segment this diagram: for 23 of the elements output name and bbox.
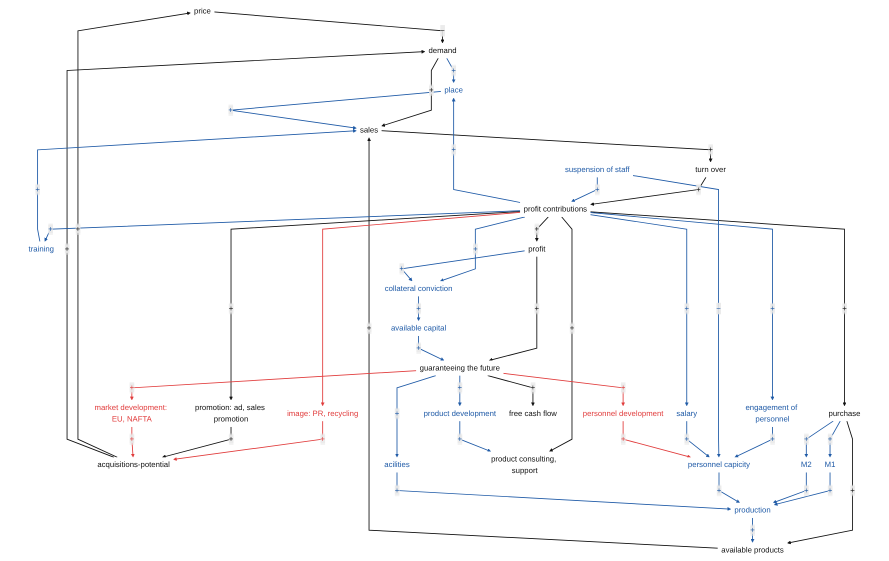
arrow — [571, 176, 598, 202]
arrow — [718, 472, 740, 503]
arrow — [787, 420, 853, 544]
arrow — [632, 175, 721, 458]
arrow — [590, 176, 706, 206]
arrow — [488, 256, 538, 362]
arrow — [214, 12, 444, 44]
arrow — [78, 12, 191, 458]
arrow — [686, 420, 710, 458]
arrow — [44, 210, 521, 242]
arrow — [734, 426, 773, 458]
arrow — [418, 335, 444, 361]
arrow — [173, 420, 324, 461]
arrow — [162, 426, 232, 458]
arrow — [66, 50, 426, 458]
arrow — [459, 420, 492, 452]
arrow — [37, 129, 357, 242]
arrow — [774, 472, 830, 506]
arrow — [381, 58, 439, 127]
arrow — [396, 472, 732, 511]
arrow — [440, 216, 526, 282]
arrow — [772, 472, 807, 504]
arrow — [549, 216, 572, 452]
